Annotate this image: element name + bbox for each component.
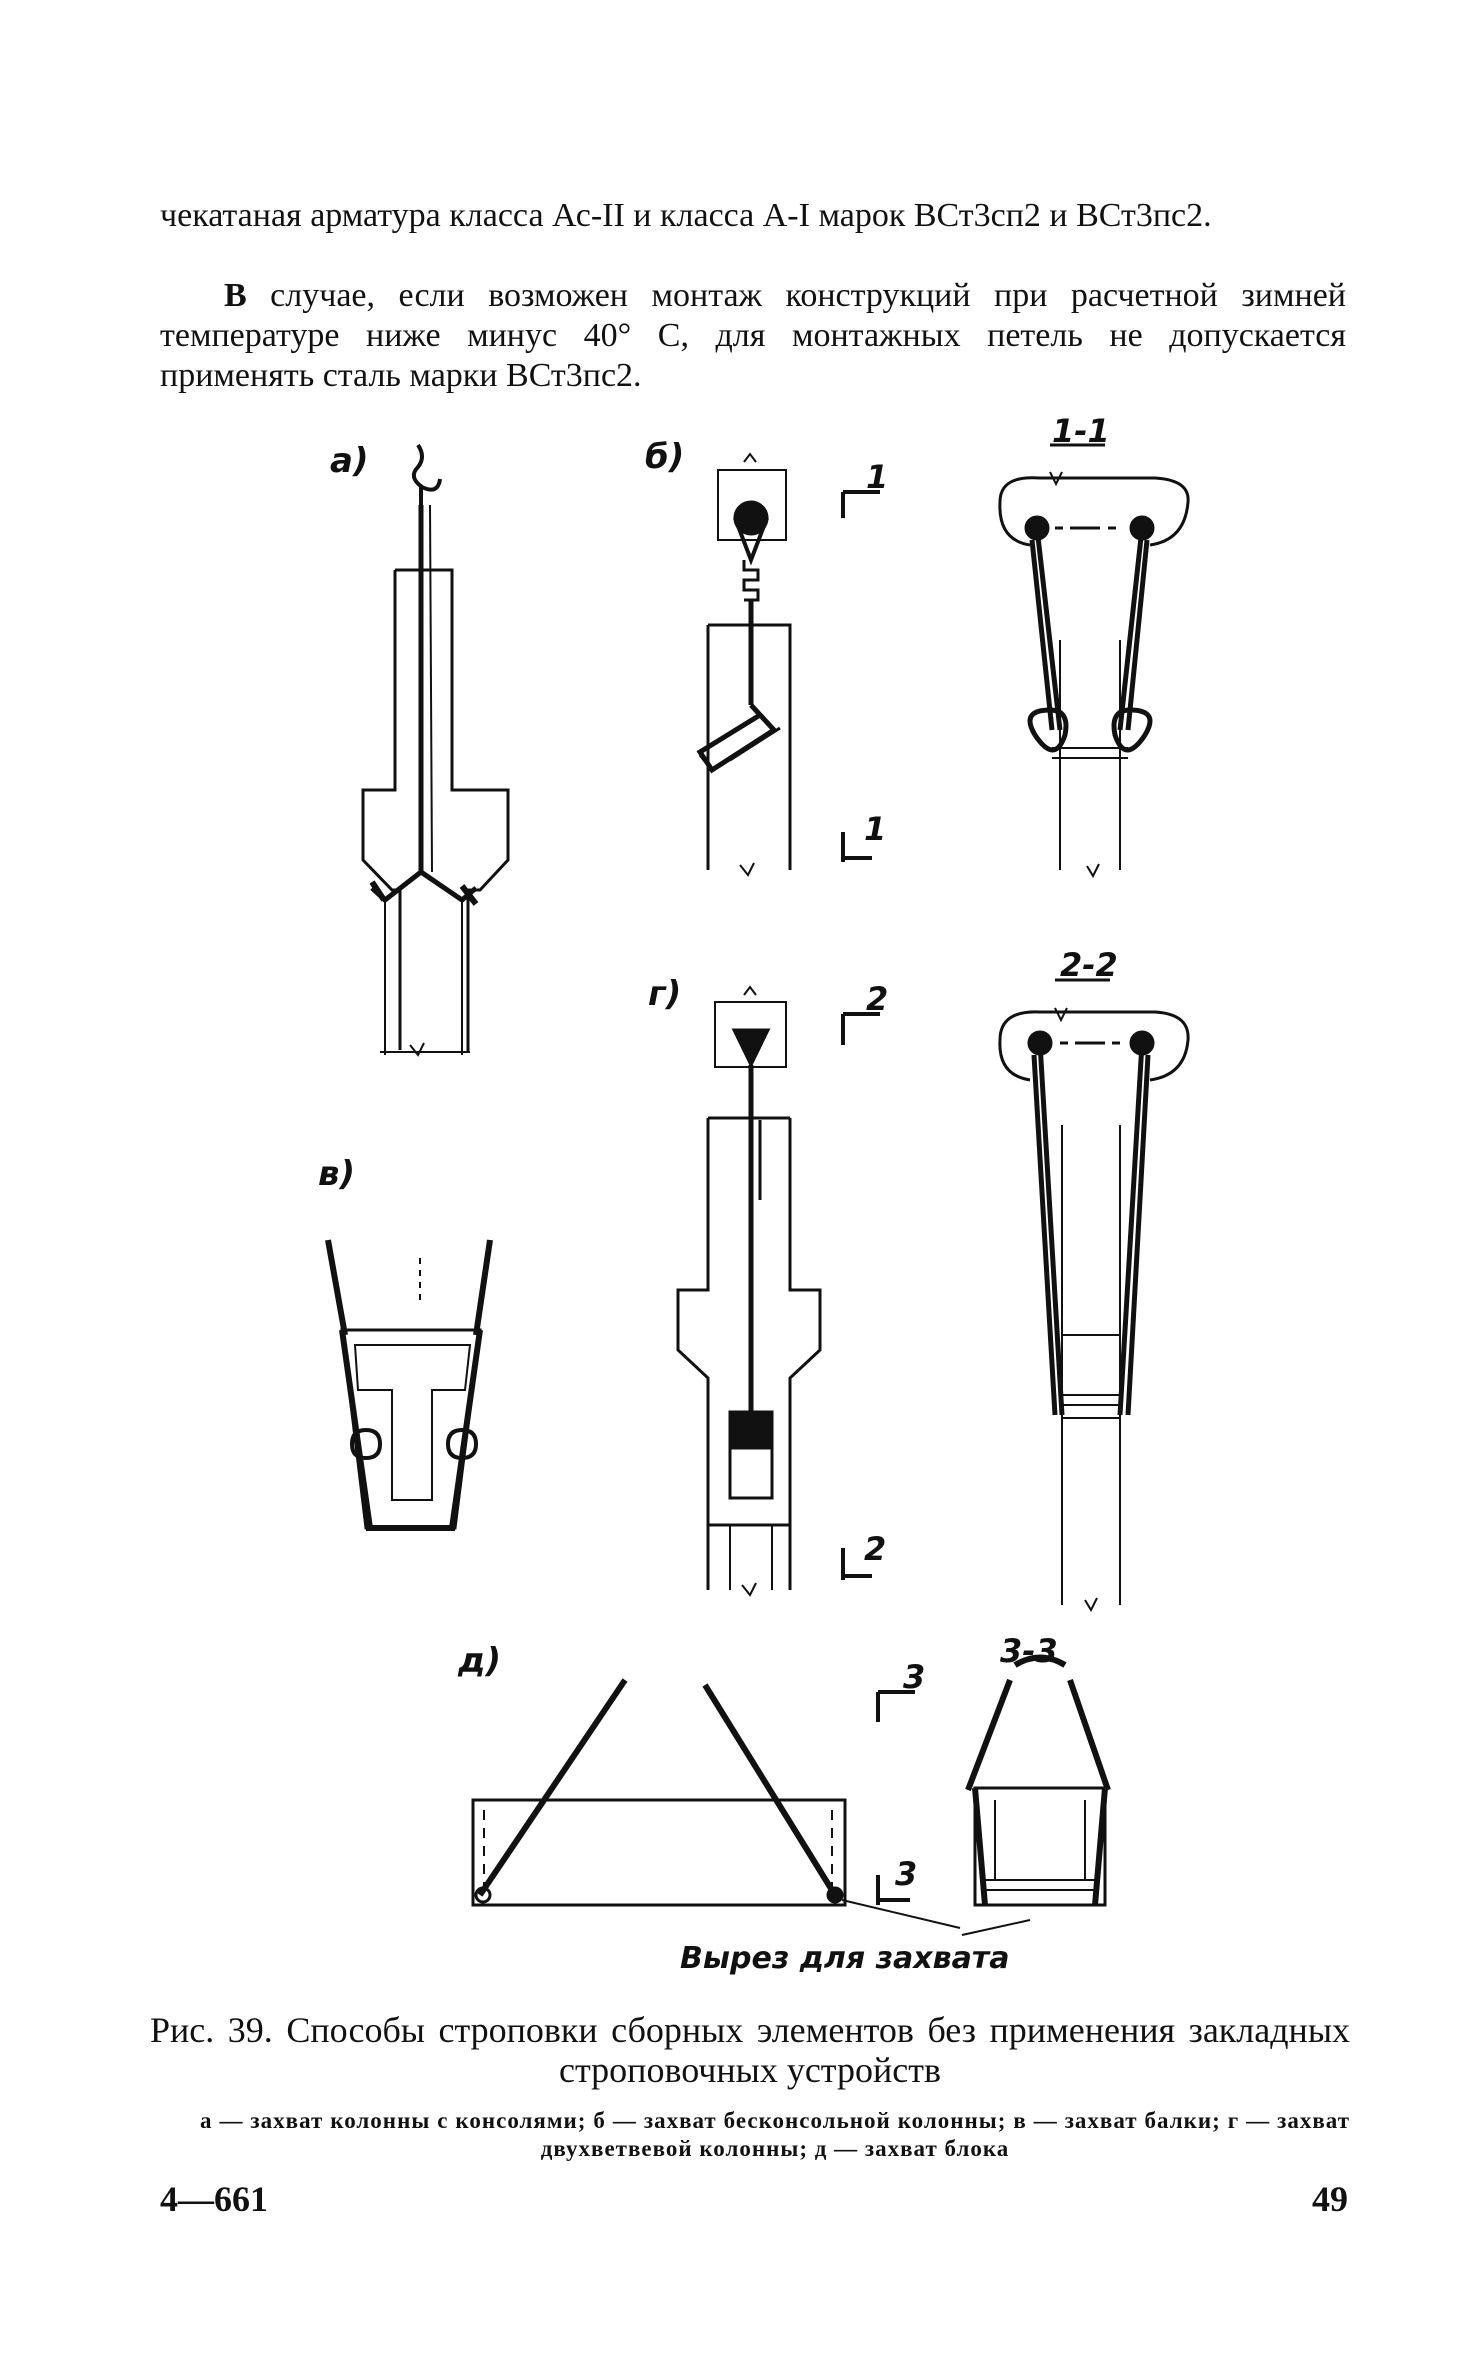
crane-hook-icon xyxy=(411,443,442,507)
label-d: д) xyxy=(457,1641,501,1681)
paragraph-1: чекатаная арматура класса Ас-II и класса… xyxy=(160,197,1212,234)
section-2-2-title: 2-2 xyxy=(1060,946,1118,984)
figure-legend: а — захват колонны с консолями; б — захв… xyxy=(200,2108,1350,2161)
diagram-a xyxy=(361,443,510,1057)
label-b: б) xyxy=(645,437,684,477)
figure-caption: Рис. 39. Способы строповки сборных элеме… xyxy=(150,2010,1350,2090)
label-a: а) xyxy=(330,441,368,481)
section-2-2 xyxy=(998,978,1190,1613)
section-mark-3-bottom: 3 xyxy=(895,1855,917,1893)
diagram-v xyxy=(325,1239,493,1531)
section-mark-3-top: 3 xyxy=(903,1658,925,1696)
paragraph-2-body: случае, если возможен монтаж конструкций… xyxy=(160,277,1346,394)
section-mark-2-top: 2 xyxy=(866,980,888,1018)
label-g: г) xyxy=(648,974,681,1014)
paragraph-2-lead: В xyxy=(224,277,247,314)
label-v: в) xyxy=(318,1154,355,1194)
diagram-d xyxy=(471,1678,1031,1936)
section-mark-1-bottom: 1 xyxy=(864,810,886,848)
cutout-label: Вырез для захвата xyxy=(680,1941,1010,1976)
paragraph-2: В случае, если возможен монтаж конструкц… xyxy=(160,276,1346,396)
page-number: 49 xyxy=(1312,2179,1348,2219)
section-mark-1-top: 1 xyxy=(866,458,888,496)
diagram-g xyxy=(676,985,880,1597)
section-3-3-title: 3-3 xyxy=(1000,1632,1058,1670)
section-1-1 xyxy=(998,443,1190,879)
diagram-b xyxy=(696,452,880,877)
section-mark-2-bottom: 2 xyxy=(864,1530,886,1568)
section-1-1-title: 1-1 xyxy=(1052,412,1110,450)
signature-mark: 4—661 xyxy=(160,2179,268,2219)
section-3-3 xyxy=(965,1654,1111,1907)
